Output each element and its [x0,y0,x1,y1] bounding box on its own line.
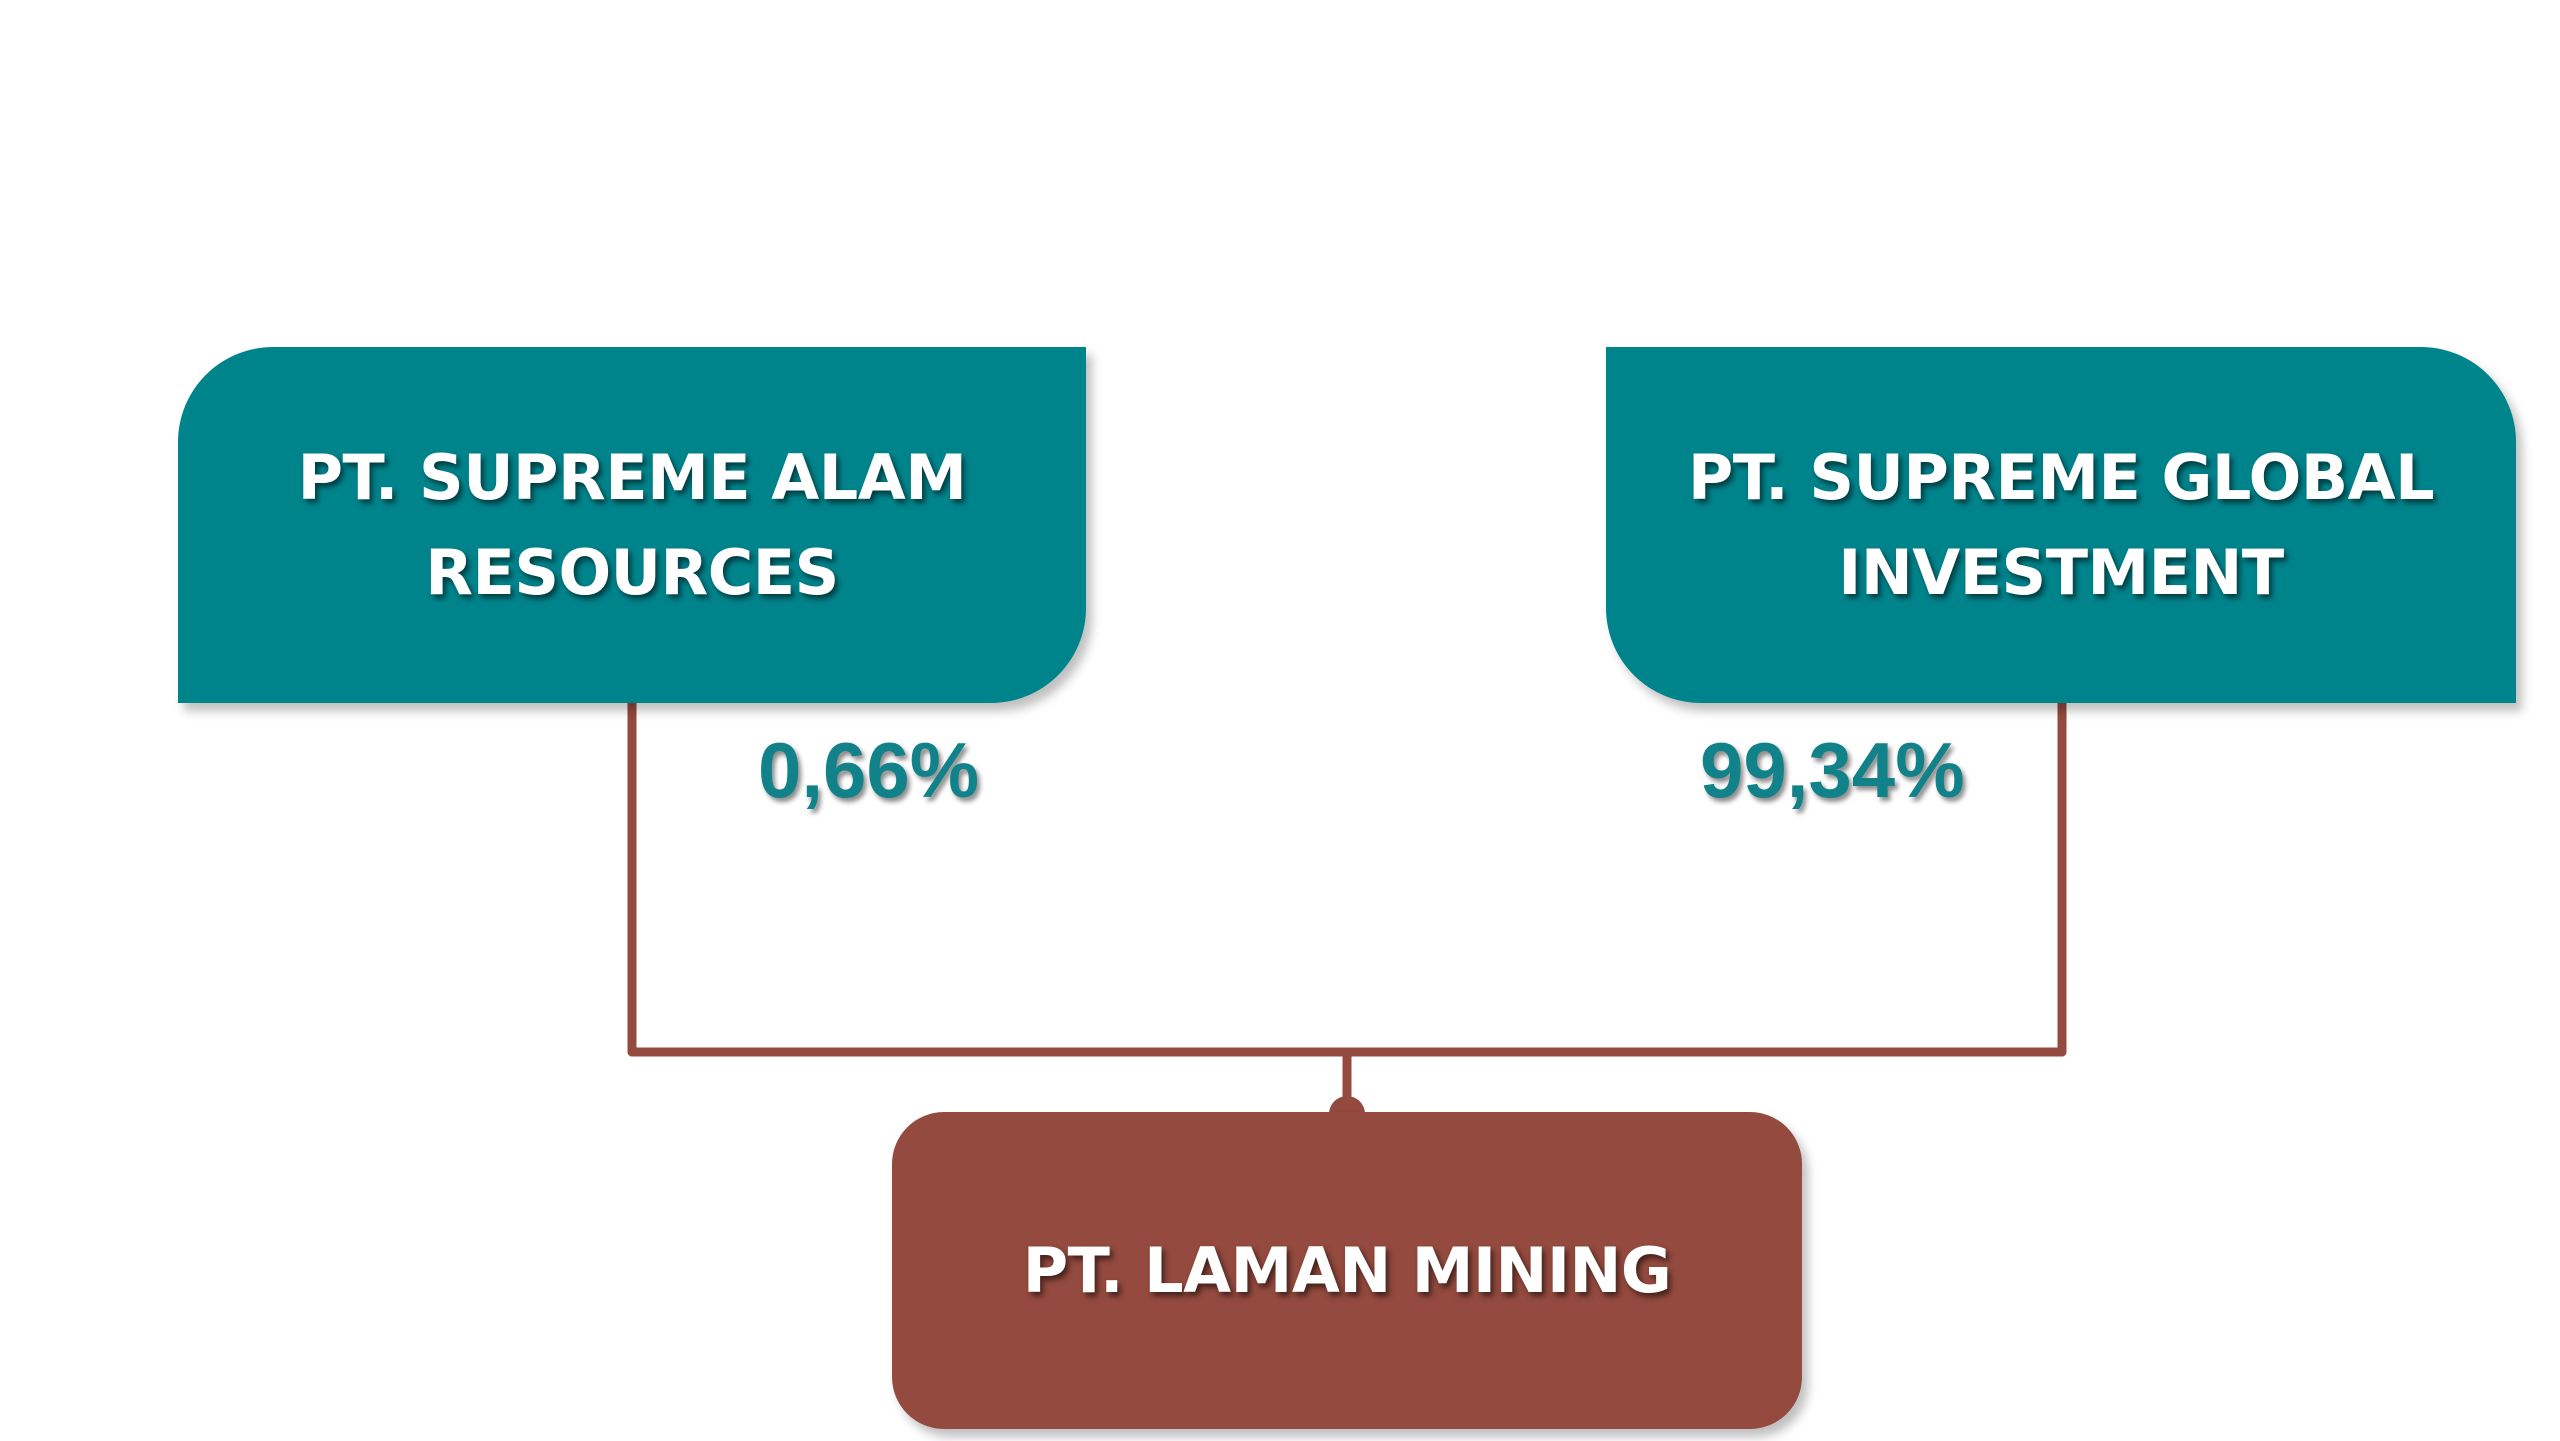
connector-junction-cap [1329,1096,1365,1114]
parent-name-label: PT. SUPREME ALAM RESOURCES [297,441,967,609]
child-box-laman-mining: PT. LAMAN MINING [892,1112,1802,1429]
parent-box-supreme-global-investment: PT. SUPREME GLOBAL INVESTMENT [1606,347,2516,703]
child-name-label: PT. LAMAN MINING [1022,1234,1672,1307]
parent-box-supreme-alam-resources: PT. SUPREME ALAM RESOURCES [178,347,1086,703]
ownership-share-right: 99,34% [1700,726,1965,814]
parent-name-label: PT. SUPREME GLOBAL INVESTMENT [1687,441,2435,609]
ownership-share-left: 0,66% [758,726,980,814]
